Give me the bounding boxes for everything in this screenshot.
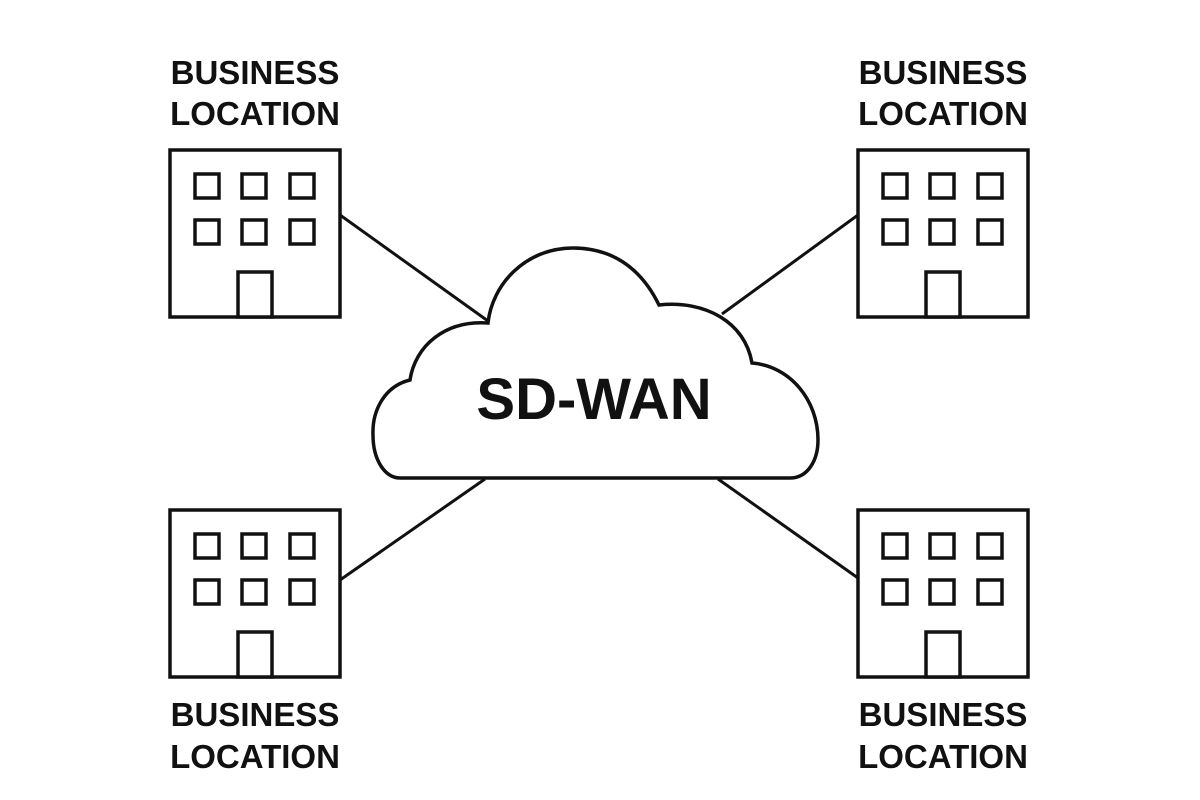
window (288, 218, 316, 246)
door (924, 270, 962, 319)
window (240, 578, 268, 606)
node-top-right-label: BUSINESS LOCATION (858, 54, 1028, 132)
door (924, 630, 962, 679)
window (881, 578, 909, 606)
link-top-right (721, 213, 859, 316)
label-line2: LOCATION (170, 95, 340, 132)
window (240, 532, 268, 560)
window (193, 218, 221, 246)
door (236, 270, 274, 319)
window (976, 172, 1004, 200)
center-label: SD-WAN (476, 367, 711, 432)
node-bottom-right-label: BUSINESS LOCATION (858, 696, 1028, 775)
node-bottom-left-label: BUSINESS LOCATION (170, 696, 340, 775)
window (928, 578, 956, 606)
window (240, 172, 268, 200)
label-line2: LOCATION (170, 738, 340, 775)
link-bottom-right (717, 477, 859, 580)
window (881, 532, 909, 560)
label-line1: BUSINESS (859, 696, 1028, 733)
link-top-left (339, 213, 489, 323)
label-line1: BUSINESS (171, 54, 340, 91)
link-bottom-left (339, 477, 486, 582)
window (288, 172, 316, 200)
window (928, 172, 956, 200)
window (976, 218, 1004, 246)
door (236, 630, 274, 679)
window (976, 532, 1004, 560)
node-top-left-label: BUSINESS LOCATION (170, 54, 340, 132)
building-icon (856, 508, 1030, 679)
window (193, 172, 221, 200)
building-icon (168, 148, 342, 319)
window (928, 218, 956, 246)
window (881, 218, 909, 246)
building-icon (856, 148, 1030, 319)
window (288, 532, 316, 560)
label-line2: LOCATION (858, 95, 1028, 132)
window (193, 578, 221, 606)
window (976, 578, 1004, 606)
window (928, 532, 956, 560)
connection-lines (339, 213, 859, 582)
window (881, 172, 909, 200)
cloud-icon (371, 246, 820, 480)
label-line2: LOCATION (858, 738, 1028, 775)
window (240, 218, 268, 246)
building-icon (168, 508, 342, 679)
window (193, 532, 221, 560)
label-line1: BUSINESS (171, 696, 340, 733)
label-line1: BUSINESS (859, 54, 1028, 91)
window (288, 578, 316, 606)
